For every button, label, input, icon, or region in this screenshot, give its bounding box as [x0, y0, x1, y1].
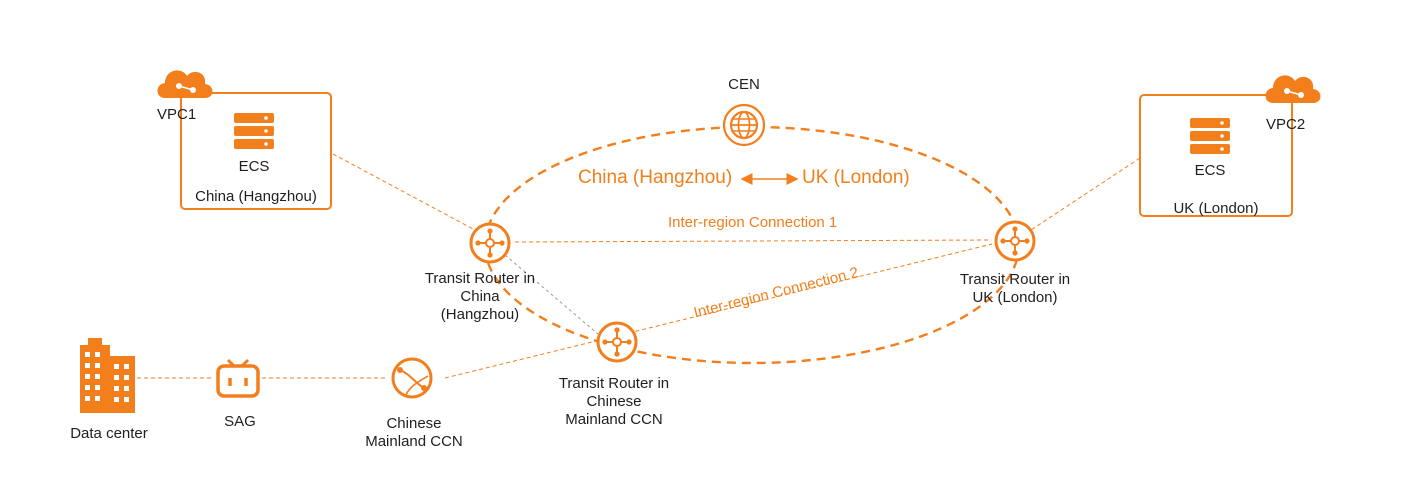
router-label-ccn: Transit Router in Chinese Mainland CCN: [558, 375, 670, 428]
router-label-hangzhou: Transit Router in China (Hangzhou): [424, 270, 536, 323]
ecs-label-1: ECS: [238, 158, 270, 175]
sag-label: SAG: [224, 413, 256, 430]
router-icon-hangzhou[interactable]: [469, 222, 511, 264]
vpc2-label: VPC2: [1266, 116, 1306, 133]
vpc2-region: UK (London): [1173, 200, 1259, 217]
vpc2-box[interactable]: [1139, 94, 1293, 217]
router-label-london: Transit Router in UK (London): [959, 271, 1071, 306]
inter-region-connection-1: Inter-region Connection 1: [668, 214, 838, 231]
sag-device-icon: [216, 358, 260, 398]
ecs-label-2: ECS: [1194, 162, 1226, 179]
route-to: UK (London): [802, 167, 910, 188]
router-icon-london[interactable]: [994, 220, 1036, 262]
ccn-label: Chinese Mainland CCN: [365, 415, 463, 450]
vpc1-label: VPC1: [157, 106, 197, 123]
grey-link: [504, 254, 599, 335]
cloud-icon-vpc2: [1264, 74, 1322, 104]
datacenter-label: Data center: [70, 425, 148, 442]
route-from: China (Hangzhou): [578, 167, 733, 188]
building-icon: [80, 338, 135, 413]
ecs-server-icon-1: [234, 113, 274, 149]
router-icon-ccn[interactable]: [596, 321, 638, 363]
vpc1-region: China (Hangzhou): [195, 188, 317, 205]
cloud-icon-vpc1: [156, 69, 214, 99]
vpc1-box[interactable]: [180, 92, 332, 210]
cen-boundary: [483, 125, 1021, 365]
ccn-globe-icon: [391, 357, 433, 399]
ecs-server-icon-2: [1190, 118, 1230, 154]
globe-icon[interactable]: [722, 103, 766, 147]
cen-label: CEN: [728, 76, 760, 93]
connector-lines: [137, 153, 1141, 379]
